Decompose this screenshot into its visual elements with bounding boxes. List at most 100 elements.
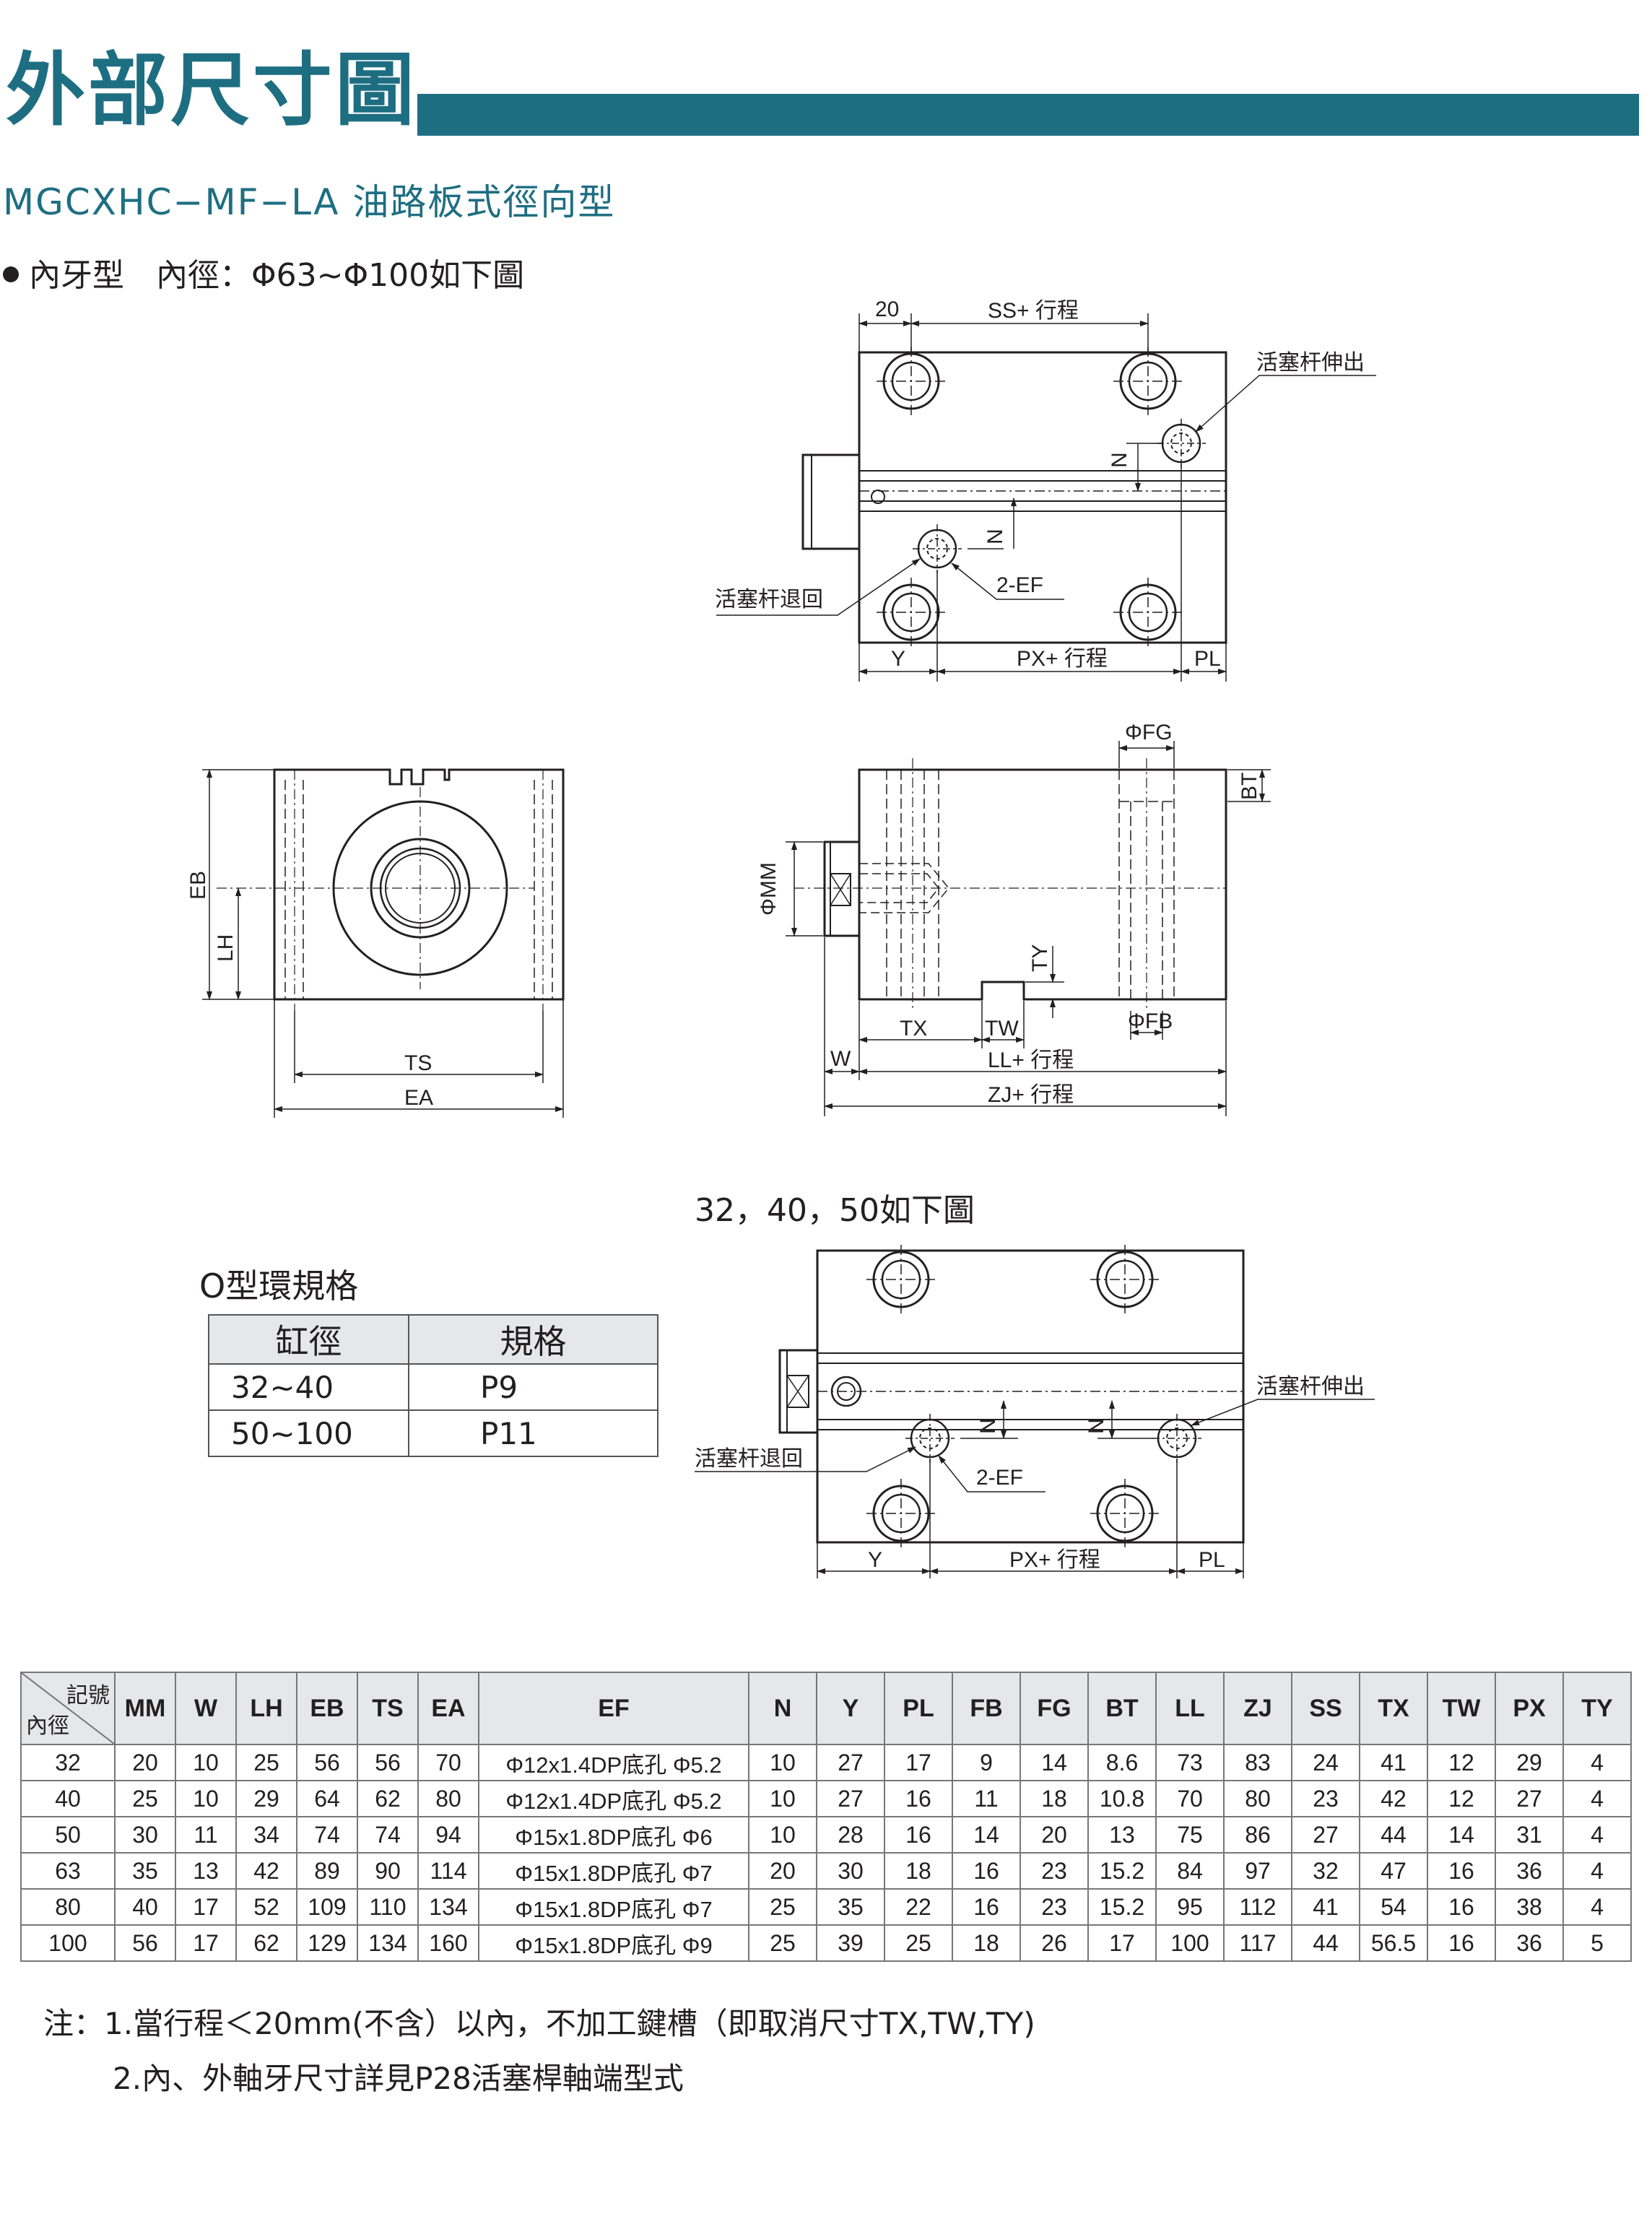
oring-cell: 32~40 xyxy=(208,1363,409,1411)
dim-tx: TX xyxy=(900,1017,927,1040)
spec-cell: 16 xyxy=(952,1852,1021,1890)
spec-cell: 22 xyxy=(884,1888,953,1926)
technical-drawings: 20 SS+ 行程 活塞杆伸出 活塞杆退回 2-EF N N Y PX+ 行程 … xyxy=(186,297,1376,1578)
spec-cell: 25 xyxy=(748,1888,817,1926)
dim-px: PX+ 行程 xyxy=(1017,647,1108,671)
spec-header-ts: TS xyxy=(357,1672,419,1745)
spec-cell: 25 xyxy=(235,1744,297,1781)
oring-cell: 50~100 xyxy=(208,1409,409,1457)
oring-cell: P11 xyxy=(408,1409,658,1457)
spec-cell: 109 xyxy=(296,1888,358,1926)
spec-cell: Φ15x1.8DP底孔 Φ6 xyxy=(478,1816,749,1854)
spec-header-bt: BT xyxy=(1087,1672,1157,1745)
intro-line: 內牙型 內徑：Φ63~Φ100如下圖 xyxy=(3,249,524,295)
dim-ty: TY xyxy=(1028,944,1052,972)
dim-fg: ΦFG xyxy=(1125,721,1173,744)
dim-lh: LH xyxy=(214,934,238,962)
spec-header-ea: EA xyxy=(417,1672,479,1745)
note-line-1: 注：1.當行程＜20mm(不含）以內，不加工鍵槽（即取消尺寸TX,TW,TY) xyxy=(43,2006,1035,2041)
spec-cell: 35 xyxy=(114,1852,176,1890)
dim-ts: TS xyxy=(404,1051,432,1075)
spec-cell-bore: 80 xyxy=(20,1888,116,1926)
spec-cell: 80 xyxy=(417,1780,479,1817)
spec-cell: Φ12x1.4DP底孔 Φ5.2 xyxy=(478,1780,749,1817)
spec-cell: 56 xyxy=(357,1744,419,1781)
spec-cell: 9 xyxy=(952,1744,1021,1781)
spec-cell: 160 xyxy=(417,1924,479,1962)
spec-cell: 84 xyxy=(1155,1852,1225,1890)
spec-cell: 100 xyxy=(1155,1924,1225,1962)
dim-w: W xyxy=(830,1047,851,1071)
spec-cell: 29 xyxy=(1495,1744,1564,1781)
spec-cell: 134 xyxy=(357,1924,419,1962)
corner-label-bore: 內徑 xyxy=(26,1714,69,1738)
spec-cell: 54 xyxy=(1359,1888,1428,1926)
dim-n-upper: N xyxy=(1108,452,1131,468)
spec-cell: 74 xyxy=(357,1816,419,1854)
oring-header-spec: 規格 xyxy=(408,1314,658,1365)
spec-cell: 86 xyxy=(1223,1816,1292,1854)
dim-tw: TW xyxy=(985,1017,1019,1040)
dim-y: Y xyxy=(891,647,905,671)
small-dim-n-left: N xyxy=(976,1418,1000,1434)
spec-cell-bore: 40 xyxy=(20,1780,116,1817)
spec-cell: 70 xyxy=(1155,1780,1225,1817)
spec-cell: 14 xyxy=(1427,1816,1496,1854)
spec-cell: 13 xyxy=(1087,1816,1157,1854)
dim-pl: PL xyxy=(1194,647,1221,671)
spec-cell: 10 xyxy=(748,1816,817,1854)
notes: 注：1.當行程＜20mm(不含）以內，不加工鍵槽（即取消尺寸TX,TW,TY) … xyxy=(43,1996,1035,2106)
dim-n-lower: N xyxy=(983,529,1007,544)
spec-cell: 56 xyxy=(296,1744,358,1781)
dim-20: 20 xyxy=(875,297,899,321)
spec-cell: 24 xyxy=(1291,1744,1360,1781)
spec-cell: 23 xyxy=(1020,1852,1089,1890)
spec-cell: 4 xyxy=(1562,1852,1632,1890)
spec-cell: 134 xyxy=(417,1888,479,1926)
oring-table: 缸徑 規格 32~40 P9 50~100 P11 xyxy=(208,1314,658,1457)
spec-header-ty: TY xyxy=(1562,1672,1632,1745)
spec-cell: 56.5 xyxy=(1359,1924,1428,1962)
spec-cell: 16 xyxy=(884,1816,953,1854)
spec-cell-bore: 63 xyxy=(20,1852,116,1890)
small-dim-y: Y xyxy=(868,1548,882,1572)
spec-cell: 17 xyxy=(1087,1924,1157,1962)
corner-diagonal xyxy=(22,1673,114,1744)
spec-header-px: PX xyxy=(1495,1672,1564,1745)
spec-cell: 14 xyxy=(1020,1744,1089,1781)
spec-cell: 29 xyxy=(235,1780,297,1817)
spec-cell: 17 xyxy=(175,1924,237,1962)
spec-header-w: W xyxy=(175,1672,237,1745)
spec-cell: 15.2 xyxy=(1087,1888,1157,1926)
small-top-view xyxy=(695,1243,1375,1578)
dim-bt: BT xyxy=(1238,773,1261,800)
spec-header-y: Y xyxy=(816,1672,885,1745)
spec-cell: 11 xyxy=(175,1816,237,1854)
spec-header-fg: FG xyxy=(1020,1672,1089,1745)
spec-header-ss: SS xyxy=(1291,1672,1360,1745)
dim-ll: LL+ 行程 xyxy=(988,1048,1074,1072)
side-view xyxy=(786,741,1271,1116)
spec-cell: 16 xyxy=(952,1888,1021,1926)
spec-cell: 44 xyxy=(1291,1924,1360,1962)
spec-cell-bore: 100 xyxy=(20,1924,116,1962)
spec-cell: 27 xyxy=(816,1780,885,1817)
spec-cell: 4 xyxy=(1562,1888,1632,1926)
small-drawing-caption: 32，40，50如下圖 xyxy=(695,1192,975,1229)
table-row: 32~40 P9 xyxy=(208,1363,658,1411)
dim-eb: EB xyxy=(186,871,210,900)
spec-cell: 10 xyxy=(175,1744,237,1781)
dim-zj: ZJ+ 行程 xyxy=(988,1083,1074,1107)
spec-cell: 36 xyxy=(1495,1852,1564,1890)
spec-cell: 5 xyxy=(1562,1924,1632,1962)
spec-cell: 10 xyxy=(175,1780,237,1817)
oring-cell: P9 xyxy=(408,1363,658,1411)
spec-cell: 62 xyxy=(235,1924,297,1962)
spec-cell: 11 xyxy=(952,1780,1021,1817)
spec-cell: 38 xyxy=(1495,1888,1564,1926)
spec-cell: 42 xyxy=(1359,1780,1428,1817)
spec-cell: Φ12x1.4DP底孔 Φ5.2 xyxy=(478,1744,749,1781)
